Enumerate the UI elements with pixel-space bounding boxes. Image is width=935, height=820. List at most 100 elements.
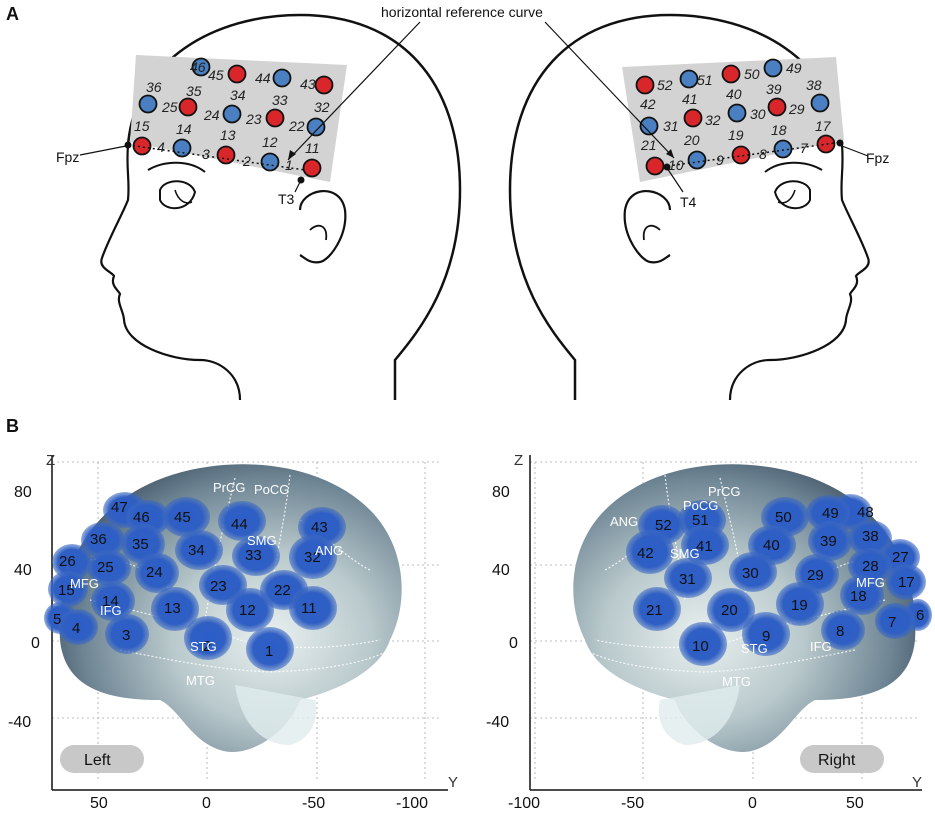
right-axis-z: Z xyxy=(514,452,523,469)
svg-text:1: 1 xyxy=(265,643,273,660)
svg-text:6: 6 xyxy=(916,607,924,624)
svg-text:20: 20 xyxy=(721,602,738,619)
svg-text:IFG: IFG xyxy=(810,639,832,654)
svg-text:9: 9 xyxy=(716,152,724,168)
fpz-right-label: Fpz xyxy=(866,150,889,166)
channel-44 xyxy=(272,68,292,88)
channel-22 xyxy=(306,117,326,137)
right-side-label: Right xyxy=(818,752,856,769)
svg-text:45: 45 xyxy=(174,509,191,526)
left-xtick-0: 0 xyxy=(202,795,211,812)
svg-text:PrCG: PrCG xyxy=(213,480,246,495)
svg-text:33: 33 xyxy=(245,547,262,564)
svg-text:51: 51 xyxy=(697,72,713,88)
channel-1 xyxy=(302,158,322,178)
svg-text:41: 41 xyxy=(696,538,713,555)
svg-text:52: 52 xyxy=(657,77,673,93)
svg-text:32: 32 xyxy=(304,549,321,566)
svg-text:15: 15 xyxy=(134,118,150,134)
fpz-left-dot xyxy=(124,141,132,149)
svg-text:21: 21 xyxy=(640,137,657,153)
channel-3 xyxy=(216,145,236,165)
channel-43 xyxy=(314,75,334,95)
svg-text:52: 52 xyxy=(655,517,672,534)
right-xtick-neg100: -100 xyxy=(508,795,540,812)
svg-text:3: 3 xyxy=(122,627,130,644)
svg-text:38: 38 xyxy=(806,77,822,93)
svg-text:PoCG: PoCG xyxy=(254,482,289,497)
right-brain-regions: PrCG PoCG ANG SMG MFG IFG STG MTG xyxy=(610,484,885,689)
svg-text:35: 35 xyxy=(132,536,149,553)
svg-text:29: 29 xyxy=(807,567,824,584)
svg-text:10: 10 xyxy=(668,157,684,173)
svg-text:42: 42 xyxy=(637,545,654,562)
svg-text:2: 2 xyxy=(203,638,211,655)
right-ytick-neg40: -40 xyxy=(486,714,509,731)
channel-50 xyxy=(721,64,741,84)
svg-text:49: 49 xyxy=(822,505,839,522)
svg-text:STG: STG xyxy=(741,641,768,656)
channel-45 xyxy=(227,64,247,84)
channel-10 xyxy=(687,150,707,170)
left-side-badge xyxy=(60,745,144,773)
left-head-channels xyxy=(132,57,334,178)
svg-text:38: 38 xyxy=(862,528,879,545)
reference-curve-label: horizontal reference curve xyxy=(381,4,543,20)
right-xtick-0: 0 xyxy=(748,795,757,812)
svg-text:31: 31 xyxy=(663,118,679,134)
right-xtick-50: 50 xyxy=(846,795,864,812)
svg-text:22: 22 xyxy=(274,582,291,599)
svg-text:40: 40 xyxy=(763,537,780,554)
channel-15 xyxy=(132,136,152,156)
svg-text:PoCG: PoCG xyxy=(683,498,718,513)
svg-text:25: 25 xyxy=(97,559,114,576)
channel-23 xyxy=(265,108,285,128)
svg-text:35: 35 xyxy=(186,83,202,99)
svg-text:18: 18 xyxy=(771,122,787,138)
right-axis-y: Y xyxy=(912,774,922,791)
svg-text:7: 7 xyxy=(800,140,809,156)
left-axis-y: Y xyxy=(448,774,458,791)
svg-text:50: 50 xyxy=(775,509,792,526)
svg-text:10: 10 xyxy=(692,638,709,655)
left-head-numbers: 46 45 44 43 36 35 34 33 32 25 24 23 22 1… xyxy=(134,59,330,173)
right-reference-dotted xyxy=(667,141,843,167)
svg-text:7: 7 xyxy=(888,614,896,631)
reference-curve-pointer-left xyxy=(287,21,421,161)
channel-32 xyxy=(683,108,703,128)
svg-text:32: 32 xyxy=(705,112,721,128)
svg-text:STG: STG xyxy=(190,639,217,654)
left-brain-numbers: 47 46 45 44 43 36 35 34 33 32 26 25 24 2… xyxy=(53,499,328,660)
svg-text:5: 5 xyxy=(53,611,61,628)
svg-text:2: 2 xyxy=(242,153,251,169)
channel-42 xyxy=(639,116,659,136)
svg-text:36: 36 xyxy=(90,531,107,548)
svg-text:43: 43 xyxy=(300,76,316,92)
fpz-left-label: Fpz xyxy=(56,149,79,165)
channel-8 xyxy=(773,139,793,159)
svg-text:12: 12 xyxy=(239,602,256,619)
panel-b-label: B xyxy=(6,416,19,436)
svg-text:15: 15 xyxy=(58,582,75,599)
svg-text:44: 44 xyxy=(255,70,271,86)
svg-text:SMG: SMG xyxy=(670,546,700,561)
svg-text:50: 50 xyxy=(744,66,760,82)
svg-text:19: 19 xyxy=(791,597,808,614)
channel-51 xyxy=(679,69,699,89)
left-side-label: Left xyxy=(84,752,111,769)
svg-text:MFG: MFG xyxy=(856,575,885,590)
svg-text:11: 11 xyxy=(301,600,317,617)
channel-52 xyxy=(635,75,655,95)
channel-2 xyxy=(260,152,280,172)
left-brain-panel: Z Y 80 40 0 -40 50 0 -50 -100 Left xyxy=(8,452,458,812)
svg-text:42: 42 xyxy=(640,96,656,112)
channel-17 xyxy=(816,134,836,154)
left-head-illustration xyxy=(100,13,462,401)
svg-text:21: 21 xyxy=(646,602,663,619)
svg-text:18: 18 xyxy=(850,588,867,605)
svg-text:30: 30 xyxy=(750,106,766,122)
t4-label: T4 xyxy=(680,194,697,210)
svg-text:45: 45 xyxy=(208,67,224,83)
svg-text:4: 4 xyxy=(157,139,165,155)
svg-text:3: 3 xyxy=(202,146,210,162)
